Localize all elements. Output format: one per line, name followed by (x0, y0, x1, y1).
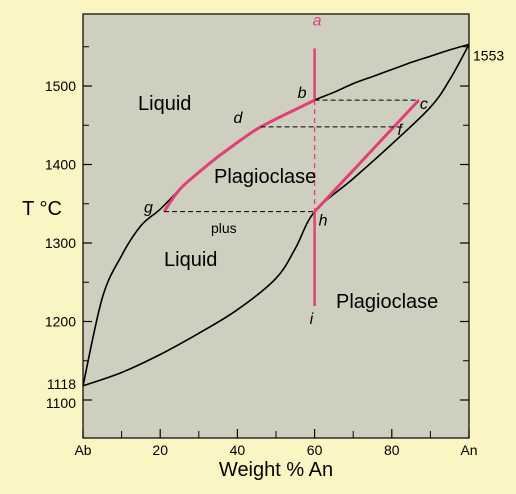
ab-melting-point-label: 1118 (47, 376, 76, 392)
point-label-b: b (298, 85, 307, 102)
region-label-plagioclase-bottom: Plagioclase (336, 291, 438, 313)
point-label-f: f (398, 122, 404, 139)
an-melting-point-label: 1553 (473, 47, 504, 63)
region-label-plus: plus (211, 220, 237, 236)
x-tick-label: 40 (230, 442, 246, 458)
x-tick-label: An (460, 442, 477, 458)
point-label-d: d (234, 110, 244, 127)
y-tick-label: 1300 (45, 235, 76, 251)
point-label-h: h (319, 213, 328, 230)
point-label-i: i (310, 311, 314, 328)
y-tick-label: 1100 (46, 395, 76, 411)
y-axis-title: T °C (22, 198, 62, 220)
x-tick-label: 80 (384, 442, 400, 458)
region-label-liquid-mid: Liquid (164, 249, 217, 271)
point-label-c: c (420, 96, 428, 113)
point-label-g: g (144, 200, 153, 217)
x-tick-label: Ab (74, 442, 91, 458)
solidus-curve (82, 44, 470, 387)
region-label-liquid-top: Liquid (138, 93, 191, 115)
y-tick-label: 1500 (45, 78, 76, 94)
x-tick-label: 60 (307, 442, 323, 458)
point-label-a: a (313, 12, 322, 29)
region-label-plagioclase-mid: Plagioclase (214, 166, 316, 188)
y-tick-label: 1400 (45, 157, 76, 173)
y-tick-label: 1200 (45, 314, 76, 330)
solid-path-highlight (313, 99, 420, 213)
x-axis-title: Weight % An (219, 459, 333, 481)
liquid-path-highlight (162, 98, 316, 213)
x-tick-label: 20 (152, 442, 168, 458)
plot-area (82, 13, 470, 439)
